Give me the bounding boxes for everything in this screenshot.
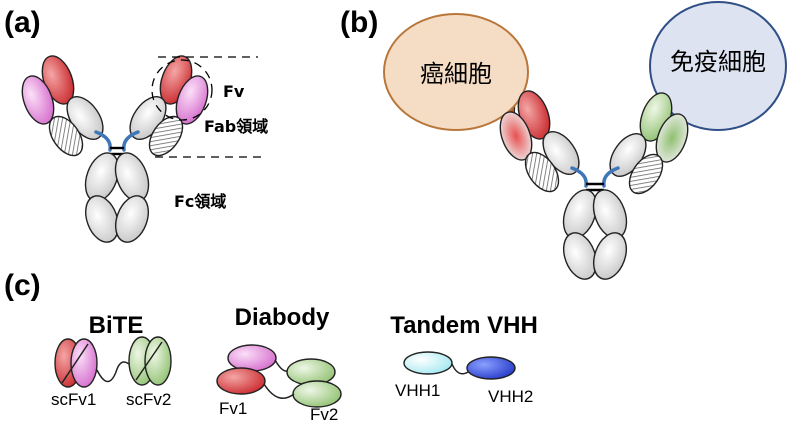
diabody-fv1-label: Fv1 xyxy=(219,399,247,418)
bite-title: BiTE xyxy=(89,312,144,339)
vhh1-label: VHH1 xyxy=(395,381,440,400)
hinge-left xyxy=(94,130,112,152)
cancer-cell xyxy=(383,13,529,131)
panel-a-label: (a) xyxy=(4,6,41,39)
bite-scfv1-label: scFv1 xyxy=(51,390,96,409)
light-constant-domain-right xyxy=(148,115,184,157)
diabody-linker-1 xyxy=(274,359,288,372)
diabody-green-domain-bottom xyxy=(292,380,342,408)
antibody-icon xyxy=(21,55,209,243)
diabody-linker-2 xyxy=(263,383,295,399)
bite-scfv2-label: scFv2 xyxy=(126,390,171,409)
diabody-pink-domain xyxy=(227,344,277,372)
diabody-construct: Diabody Fv1 Fv2 xyxy=(216,304,342,424)
bispecific-variable-red-light xyxy=(499,111,533,161)
vhh2-domain xyxy=(466,356,516,380)
fc-domain-4 xyxy=(114,195,150,243)
light-variable-domain-left xyxy=(21,75,55,125)
panel-c-label: (c) xyxy=(4,269,41,302)
fv-outline xyxy=(151,59,213,121)
bite-scfv2-vl xyxy=(144,336,172,386)
bispecific-variable-green-light xyxy=(655,113,689,163)
tandem-vhh-construct: Tandem VHH VHH1 VHH2 xyxy=(390,312,538,406)
vhh1-domain xyxy=(403,351,453,375)
fc-region-label: Fc領域 xyxy=(174,192,226,211)
bite-construct: BiTE scFv1 scFv2 xyxy=(51,312,172,409)
bite-scfv1-vl xyxy=(70,338,98,388)
immune-cell-label: 免疫細胞 xyxy=(670,48,766,76)
diabody-fv2-label: Fv2 xyxy=(310,405,338,424)
immune-cell xyxy=(649,1,787,131)
panel-b-label: (b) xyxy=(340,6,378,39)
fab-region-label: Fab領域 xyxy=(204,117,268,136)
tandem-vhh-title: Tandem VHH xyxy=(390,312,538,339)
diabody-red-domain xyxy=(216,367,266,395)
cancer-cell-label: 癌細胞 xyxy=(420,60,492,88)
bispecific-antibody-icon xyxy=(499,90,689,280)
hinge-right xyxy=(122,130,140,152)
vhh2-label: VHH2 xyxy=(488,387,533,406)
diabody-title: Diabody xyxy=(235,304,330,331)
panel-b: (b) 癌細胞 免疫細胞 xyxy=(340,1,787,280)
panel-c: (c) BiTE scFv1 scFv2 Diabody Fv1 Fv2 xyxy=(4,269,538,424)
cancer-cell-icon: 癌細胞 xyxy=(383,13,529,131)
vhh-linker xyxy=(451,363,469,375)
immune-cell-icon: 免疫細胞 xyxy=(649,1,787,131)
light-variable-domain-right xyxy=(175,75,209,125)
fv-label: Fv xyxy=(223,82,245,101)
fc-domain-3 xyxy=(84,195,120,243)
light-constant-domain-left xyxy=(48,115,84,157)
panel-a: (a) Fv Fab領域 Fc領 xyxy=(4,6,268,243)
